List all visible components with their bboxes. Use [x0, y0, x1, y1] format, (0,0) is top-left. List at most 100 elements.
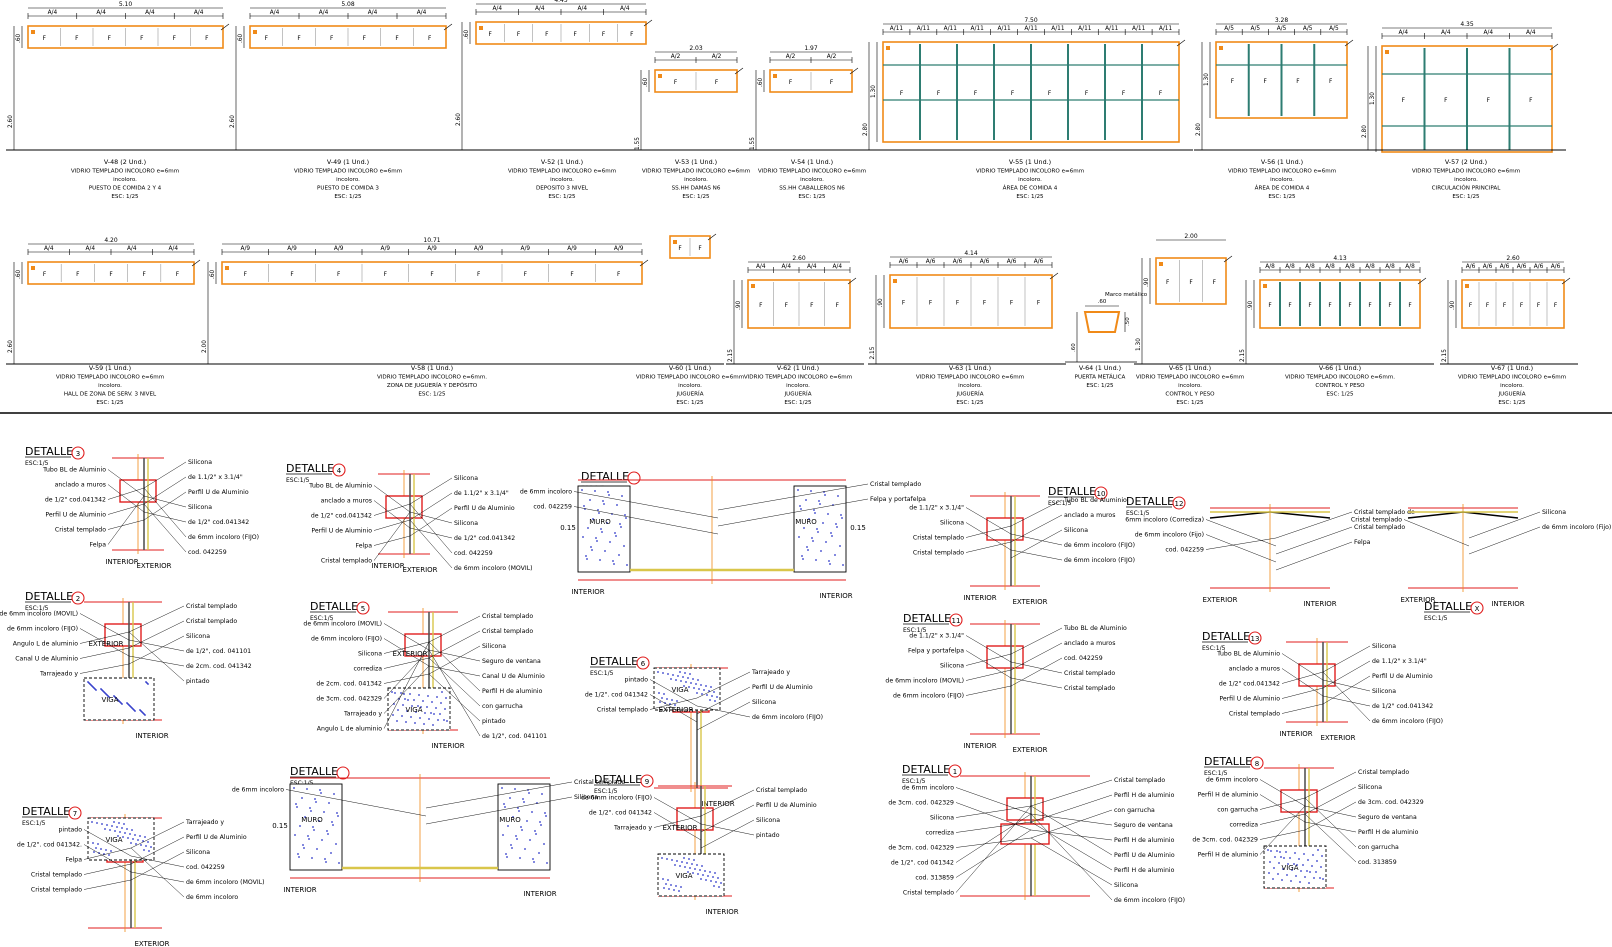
concrete-dot [111, 825, 113, 827]
concrete-dot [515, 835, 517, 837]
concrete-dot [606, 522, 608, 524]
line [373, 485, 411, 513]
annotation-label: de 2cm. cod. 041342 [186, 663, 252, 670]
line [955, 813, 1032, 863]
module-label: A/8 [1385, 264, 1395, 270]
concrete-dot [822, 522, 824, 524]
pane-fixed-label: F [1263, 79, 1266, 85]
dim-width: 2.60 [1506, 255, 1520, 262]
annotation-label: cod. 313859 [915, 875, 954, 882]
line [955, 787, 1032, 815]
dim-width: 4.20 [104, 237, 118, 244]
elevation-v63: V-63 (1 Und.)VIDRIO TEMPLADO INCOLORO e=… [868, 250, 1066, 406]
line [1275, 541, 1353, 571]
caption-line: incoloro. [336, 177, 360, 183]
concrete-dot [621, 495, 623, 497]
concrete-dot [658, 692, 660, 694]
concrete-dot [704, 870, 706, 872]
concrete-dot [623, 545, 625, 547]
module-label: A/4 [781, 264, 791, 270]
concrete-dot [585, 555, 587, 557]
concrete-dot [811, 537, 813, 539]
concrete-dot [700, 684, 702, 686]
concrete-dot [150, 846, 152, 848]
pane-fixed-label: F [1348, 303, 1351, 309]
module-label: A/4 [44, 246, 54, 252]
pane-fixed-label: F [545, 32, 548, 38]
line [700, 804, 755, 833]
concrete-dot [314, 798, 316, 800]
concrete-dot [712, 876, 714, 878]
annotation-label: de 6mm incoloro (MOVIL) [885, 678, 964, 685]
dim-sill: .60 [16, 269, 22, 279]
line [696, 705, 751, 718]
dim-height: 1.55 [750, 137, 756, 150]
line [1030, 805, 1113, 856]
concrete-dot [401, 715, 403, 717]
concrete-dot [819, 503, 821, 505]
pane-fixed-label: F [430, 272, 433, 278]
concrete-dot [118, 822, 120, 824]
concrete-dot [626, 564, 628, 566]
detail-title: DETALLE [1048, 485, 1096, 498]
corner-tag [751, 284, 755, 288]
pane-fixed-label: F [477, 272, 480, 278]
detail-scale: ESC:1/5 [290, 780, 314, 787]
concrete-dot [675, 679, 677, 681]
line [700, 823, 755, 836]
dim-height: 2.15 [728, 349, 734, 362]
concrete-dot [810, 490, 812, 492]
concrete-dot [418, 694, 420, 696]
concrete-dot [701, 865, 703, 867]
pane-fixed-label: F [76, 272, 79, 278]
module-label: A/4 [620, 6, 630, 12]
detail-scale: ESC:1/5 [1424, 615, 1448, 622]
concrete-dot [502, 834, 504, 836]
caption-line: incoloro. [678, 383, 702, 389]
side-label: VIGA [671, 686, 688, 694]
concrete-dot [667, 673, 669, 675]
pane-fixed-label: F [937, 91, 940, 97]
concrete-dot [132, 838, 134, 840]
line [409, 492, 453, 521]
dim-height: 2.80 [1362, 125, 1368, 138]
side-label: EXTERIOR [1320, 734, 1355, 742]
annotation-label: Perfil U de Aluminio [1219, 696, 1280, 703]
caption-line: ESC: 1/25 [1176, 400, 1204, 406]
concrete-dot [1295, 875, 1297, 877]
line [428, 630, 481, 659]
dim-width: 3.28 [1275, 17, 1289, 24]
dim-height: 2.60 [8, 115, 14, 128]
concrete-dot [523, 801, 525, 803]
concrete-dot [829, 563, 831, 565]
line [1417, 277, 1427, 285]
caption-line: V-56 (1 Und.) [1261, 158, 1303, 166]
detail-scale: ESC:1/5 [1202, 645, 1226, 652]
annotation-label: de 1/2", cod. 041101 [186, 648, 251, 655]
line [1049, 272, 1059, 280]
door-frame [1083, 311, 1121, 333]
elevation-v62: V-62 (1 Und.)VIDRIO TEMPLADO INCOLORO e=… [726, 255, 864, 406]
concrete-dot [519, 857, 521, 859]
dim-width: 4.35 [1460, 21, 1474, 28]
pane-fixed-label: F [290, 272, 293, 278]
line [130, 871, 185, 883]
detail-number-circle [640, 774, 654, 788]
dim-sill: .60 [1071, 343, 1077, 352]
concrete-dot [798, 536, 800, 538]
line [734, 67, 744, 75]
pane-fixed-label: F [176, 272, 179, 278]
concrete-dot [842, 564, 844, 566]
concrete-dot [674, 704, 676, 706]
line [1010, 677, 1063, 689]
concrete-dot [1312, 854, 1314, 856]
concrete-dot [701, 693, 703, 695]
concrete-dot [299, 825, 301, 827]
concrete-dot [688, 858, 690, 860]
annotation-label: de 1/2". cod 041342 [585, 692, 648, 699]
pane-fixed-label: F [488, 32, 491, 38]
annotation-label: de 1.1/2" x 3.1/4" [188, 474, 243, 481]
concrete-dot [689, 673, 691, 675]
annotation-label: de 6mm incoloro (MOVIL) [303, 621, 382, 628]
